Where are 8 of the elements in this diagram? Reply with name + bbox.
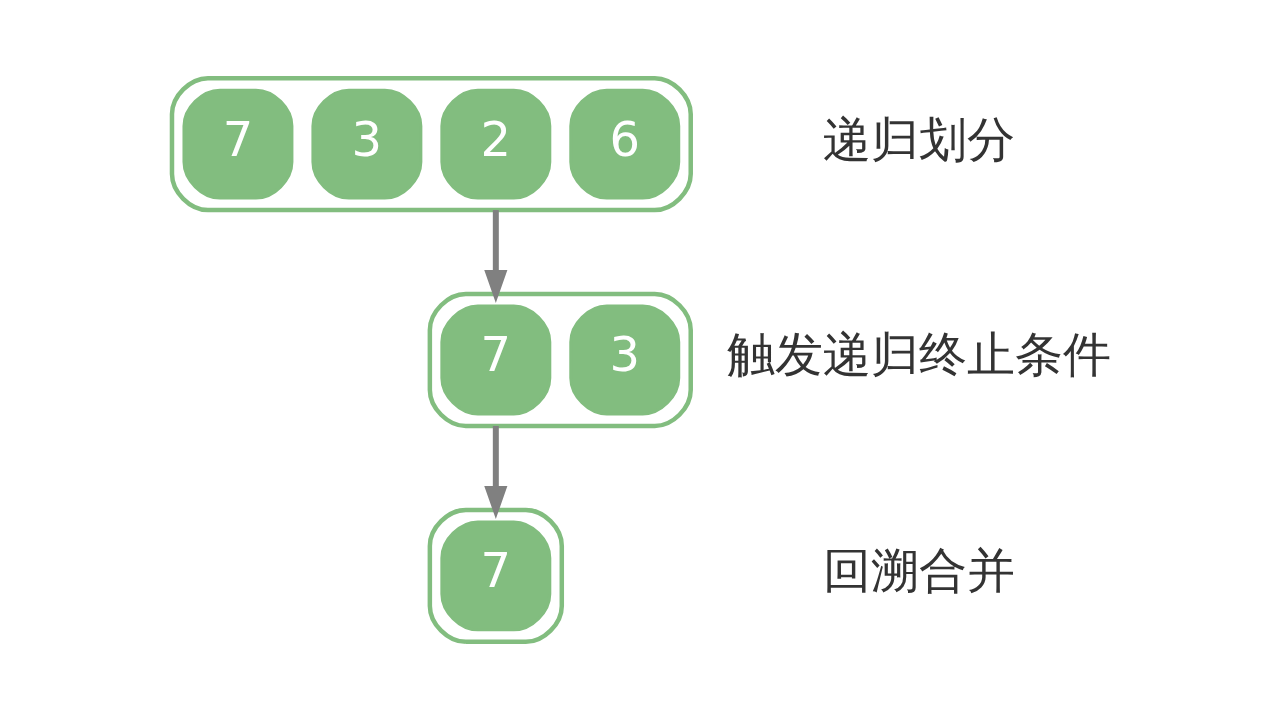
arrow	[483, 210, 507, 304]
label: 触发递归终止条件	[726, 326, 1111, 383]
cluster	[169, 75, 693, 213]
cluster	[427, 291, 693, 429]
label: 回溯合并	[822, 542, 1015, 599]
arrow	[483, 425, 507, 519]
label: 递归划分	[822, 110, 1015, 167]
cluster	[427, 507, 564, 645]
